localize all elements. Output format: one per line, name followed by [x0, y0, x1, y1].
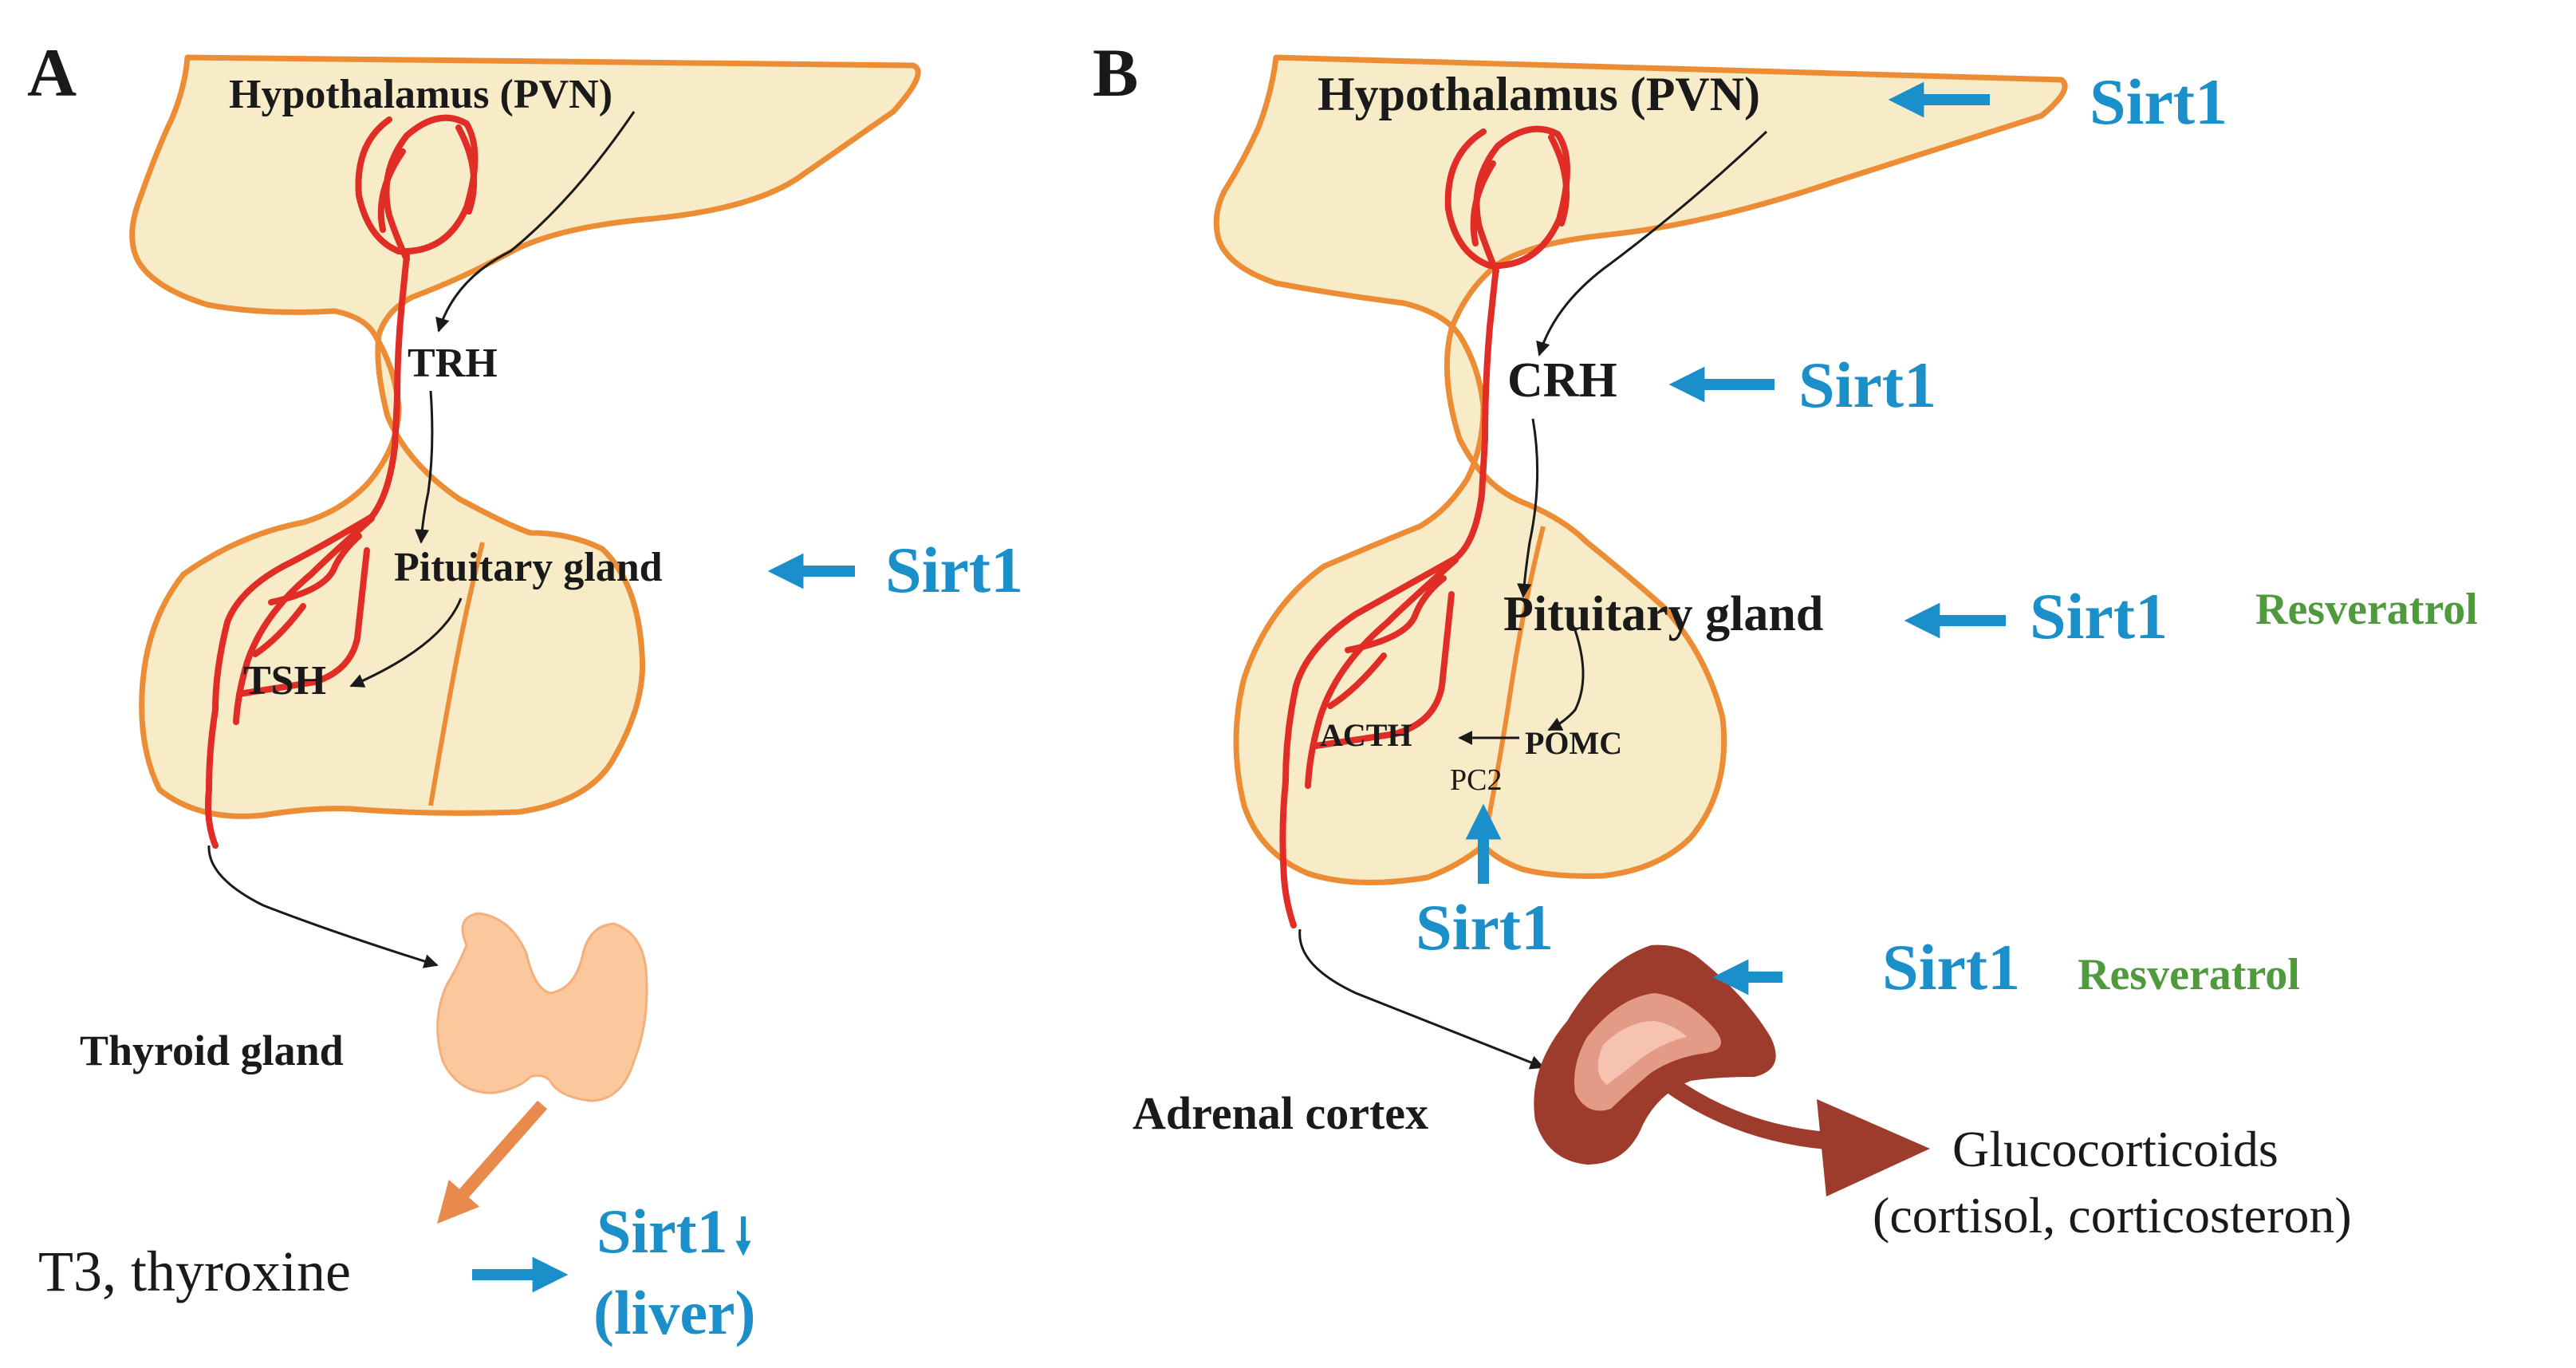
sirt1-label-adrenal: Sirt1 — [1882, 931, 2020, 1003]
glucocorticoids-sub-label: (cortisol, corticosteron) — [1873, 1187, 2352, 1244]
pomc-label: POMC — [1525, 725, 1622, 761]
adrenal-output-arrow — [1665, 1078, 1827, 1149]
thyroid-gland-icon — [436, 912, 648, 1102]
sirt1-liver-sub-label: (liver) — [593, 1278, 756, 1347]
sirt1-label-pituitary-a: Sirt1 — [885, 534, 1023, 606]
pituitary-divider-b — [1481, 526, 1546, 846]
acth-label: ACTH — [1320, 717, 1412, 753]
signal-arrows-b — [1298, 130, 1768, 1070]
portal-vessels-a — [205, 114, 479, 849]
thyroid-output-arrow — [437, 1100, 547, 1224]
adrenal-output-arrowhead — [1817, 1099, 1930, 1197]
adrenal-cortex-label: Adrenal cortex — [1132, 1087, 1428, 1139]
panel-b-label: B — [1093, 34, 1138, 111]
panel-b: B Hypothalamus (PVN) Sirt1 CRH Sirt1 — [1093, 34, 2478, 1244]
signal-arrows-a — [207, 111, 636, 968]
hypothalamus-pituitary-outline-b — [1213, 54, 2068, 885]
adrenal-cortex-icon — [1534, 944, 1776, 1165]
glucocorticoids-label: Glucocorticoids — [1952, 1121, 2279, 1177]
pituitary-label-a: Pituitary gland — [394, 545, 663, 590]
sirt1-label-hypothalamus: Sirt1 — [2090, 65, 2227, 138]
resveratrol-label-adrenal: Resveratrol — [2078, 950, 2300, 999]
sirt1-label-pc2: Sirt1 — [1416, 891, 1554, 964]
sirt1-label-crh: Sirt1 — [1798, 349, 1936, 421]
hypothalamus-label-b: Hypothalamus (PVN) — [1318, 68, 1760, 120]
trh-label: TRH — [408, 341, 498, 386]
portal-vessels-b — [1279, 125, 1570, 928]
panel-a-label: A — [27, 34, 77, 111]
pc2-label: PC2 — [1450, 763, 1502, 797]
hypothalamus-label-a: Hypothalamus (PVN) — [229, 72, 612, 117]
panel-a: A Hypothalamus (PVN) TRH Pituitary gland — [27, 34, 1023, 1347]
pituitary-divider-a — [428, 542, 485, 806]
sirt1-label-pituitary-b: Sirt1 — [2030, 580, 2168, 652]
thyroid-label: Thyroid gland — [80, 1027, 344, 1074]
resveratrol-label-pituitary: Resveratrol — [2255, 585, 2478, 634]
t3-thyroxine-label: T3, thyroxine — [38, 1240, 351, 1303]
crh-label: CRH — [1507, 353, 1617, 408]
sirt1-label-liver: Sirt1 — [597, 1197, 728, 1266]
pituitary-label-b: Pituitary gland — [1503, 587, 1823, 641]
hypothalamus-pituitary-outline-a — [129, 54, 921, 819]
tsh-label: TSH — [243, 658, 326, 704]
